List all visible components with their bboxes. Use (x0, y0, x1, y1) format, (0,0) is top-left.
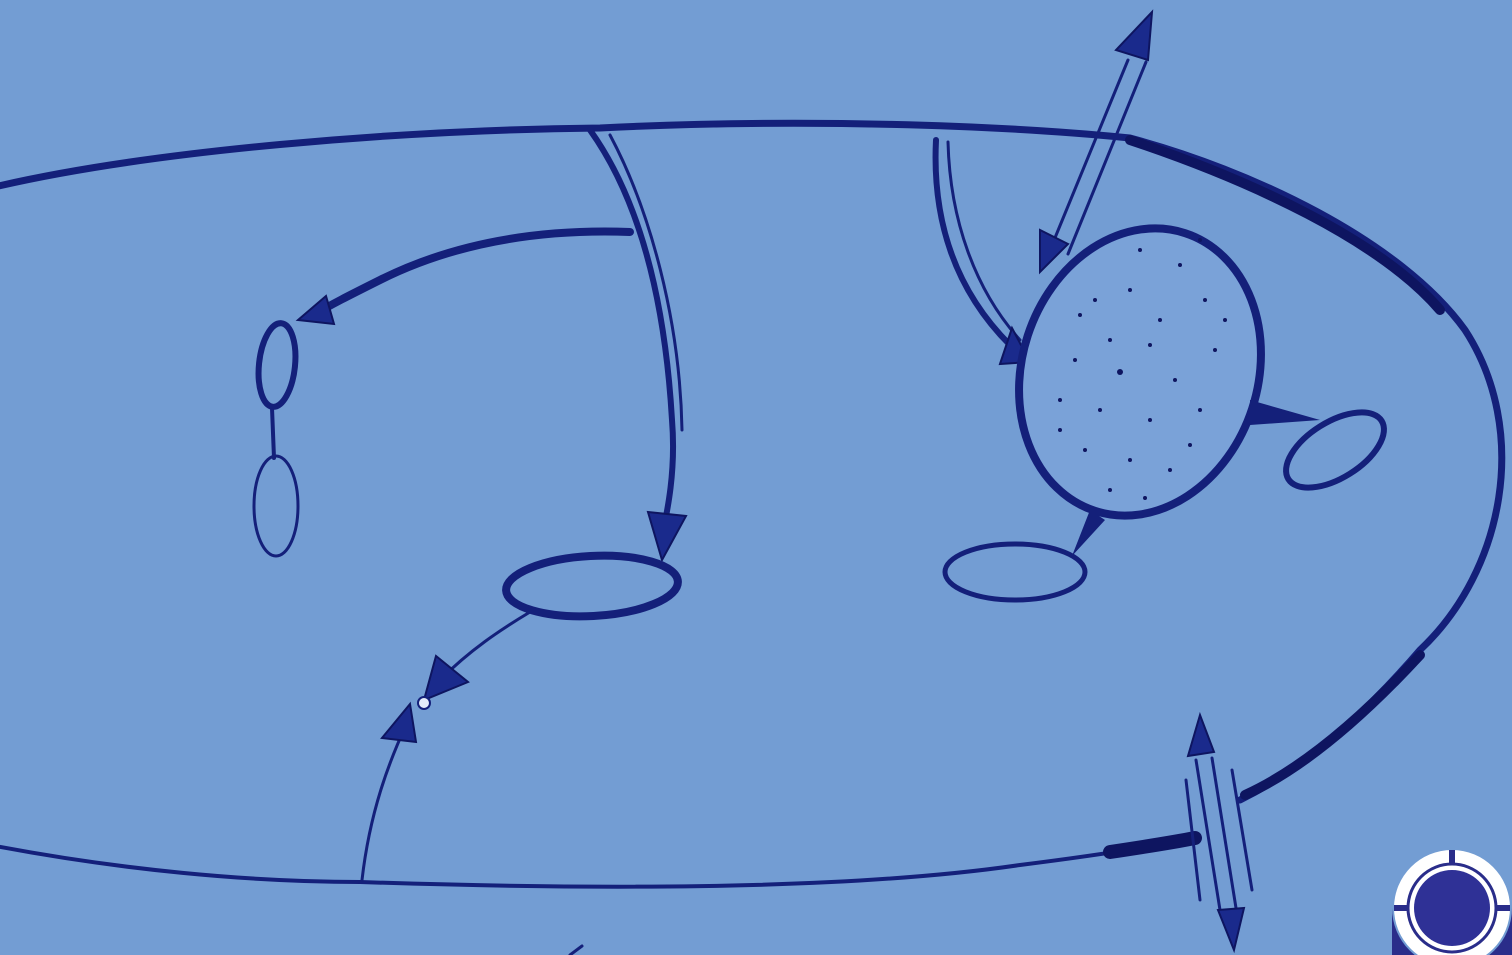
arrow-from-membrane (362, 704, 416, 880)
organelle-upper-right (1250, 397, 1396, 503)
nucleus (983, 197, 1298, 548)
branch-arrow-left (298, 232, 630, 324)
stroke-fragment (570, 946, 582, 955)
center-channel-arrow (590, 130, 686, 560)
organelle-lower-right (945, 510, 1105, 600)
cell-membrane (0, 123, 1502, 886)
center-organelle (505, 552, 680, 621)
small-vesicle (418, 697, 430, 709)
nucleus-channel-arrow (936, 140, 1030, 364)
dividing-pair (254, 321, 299, 556)
corner-badge-icon (1392, 850, 1512, 955)
arrow-to-vesicle (418, 612, 530, 709)
